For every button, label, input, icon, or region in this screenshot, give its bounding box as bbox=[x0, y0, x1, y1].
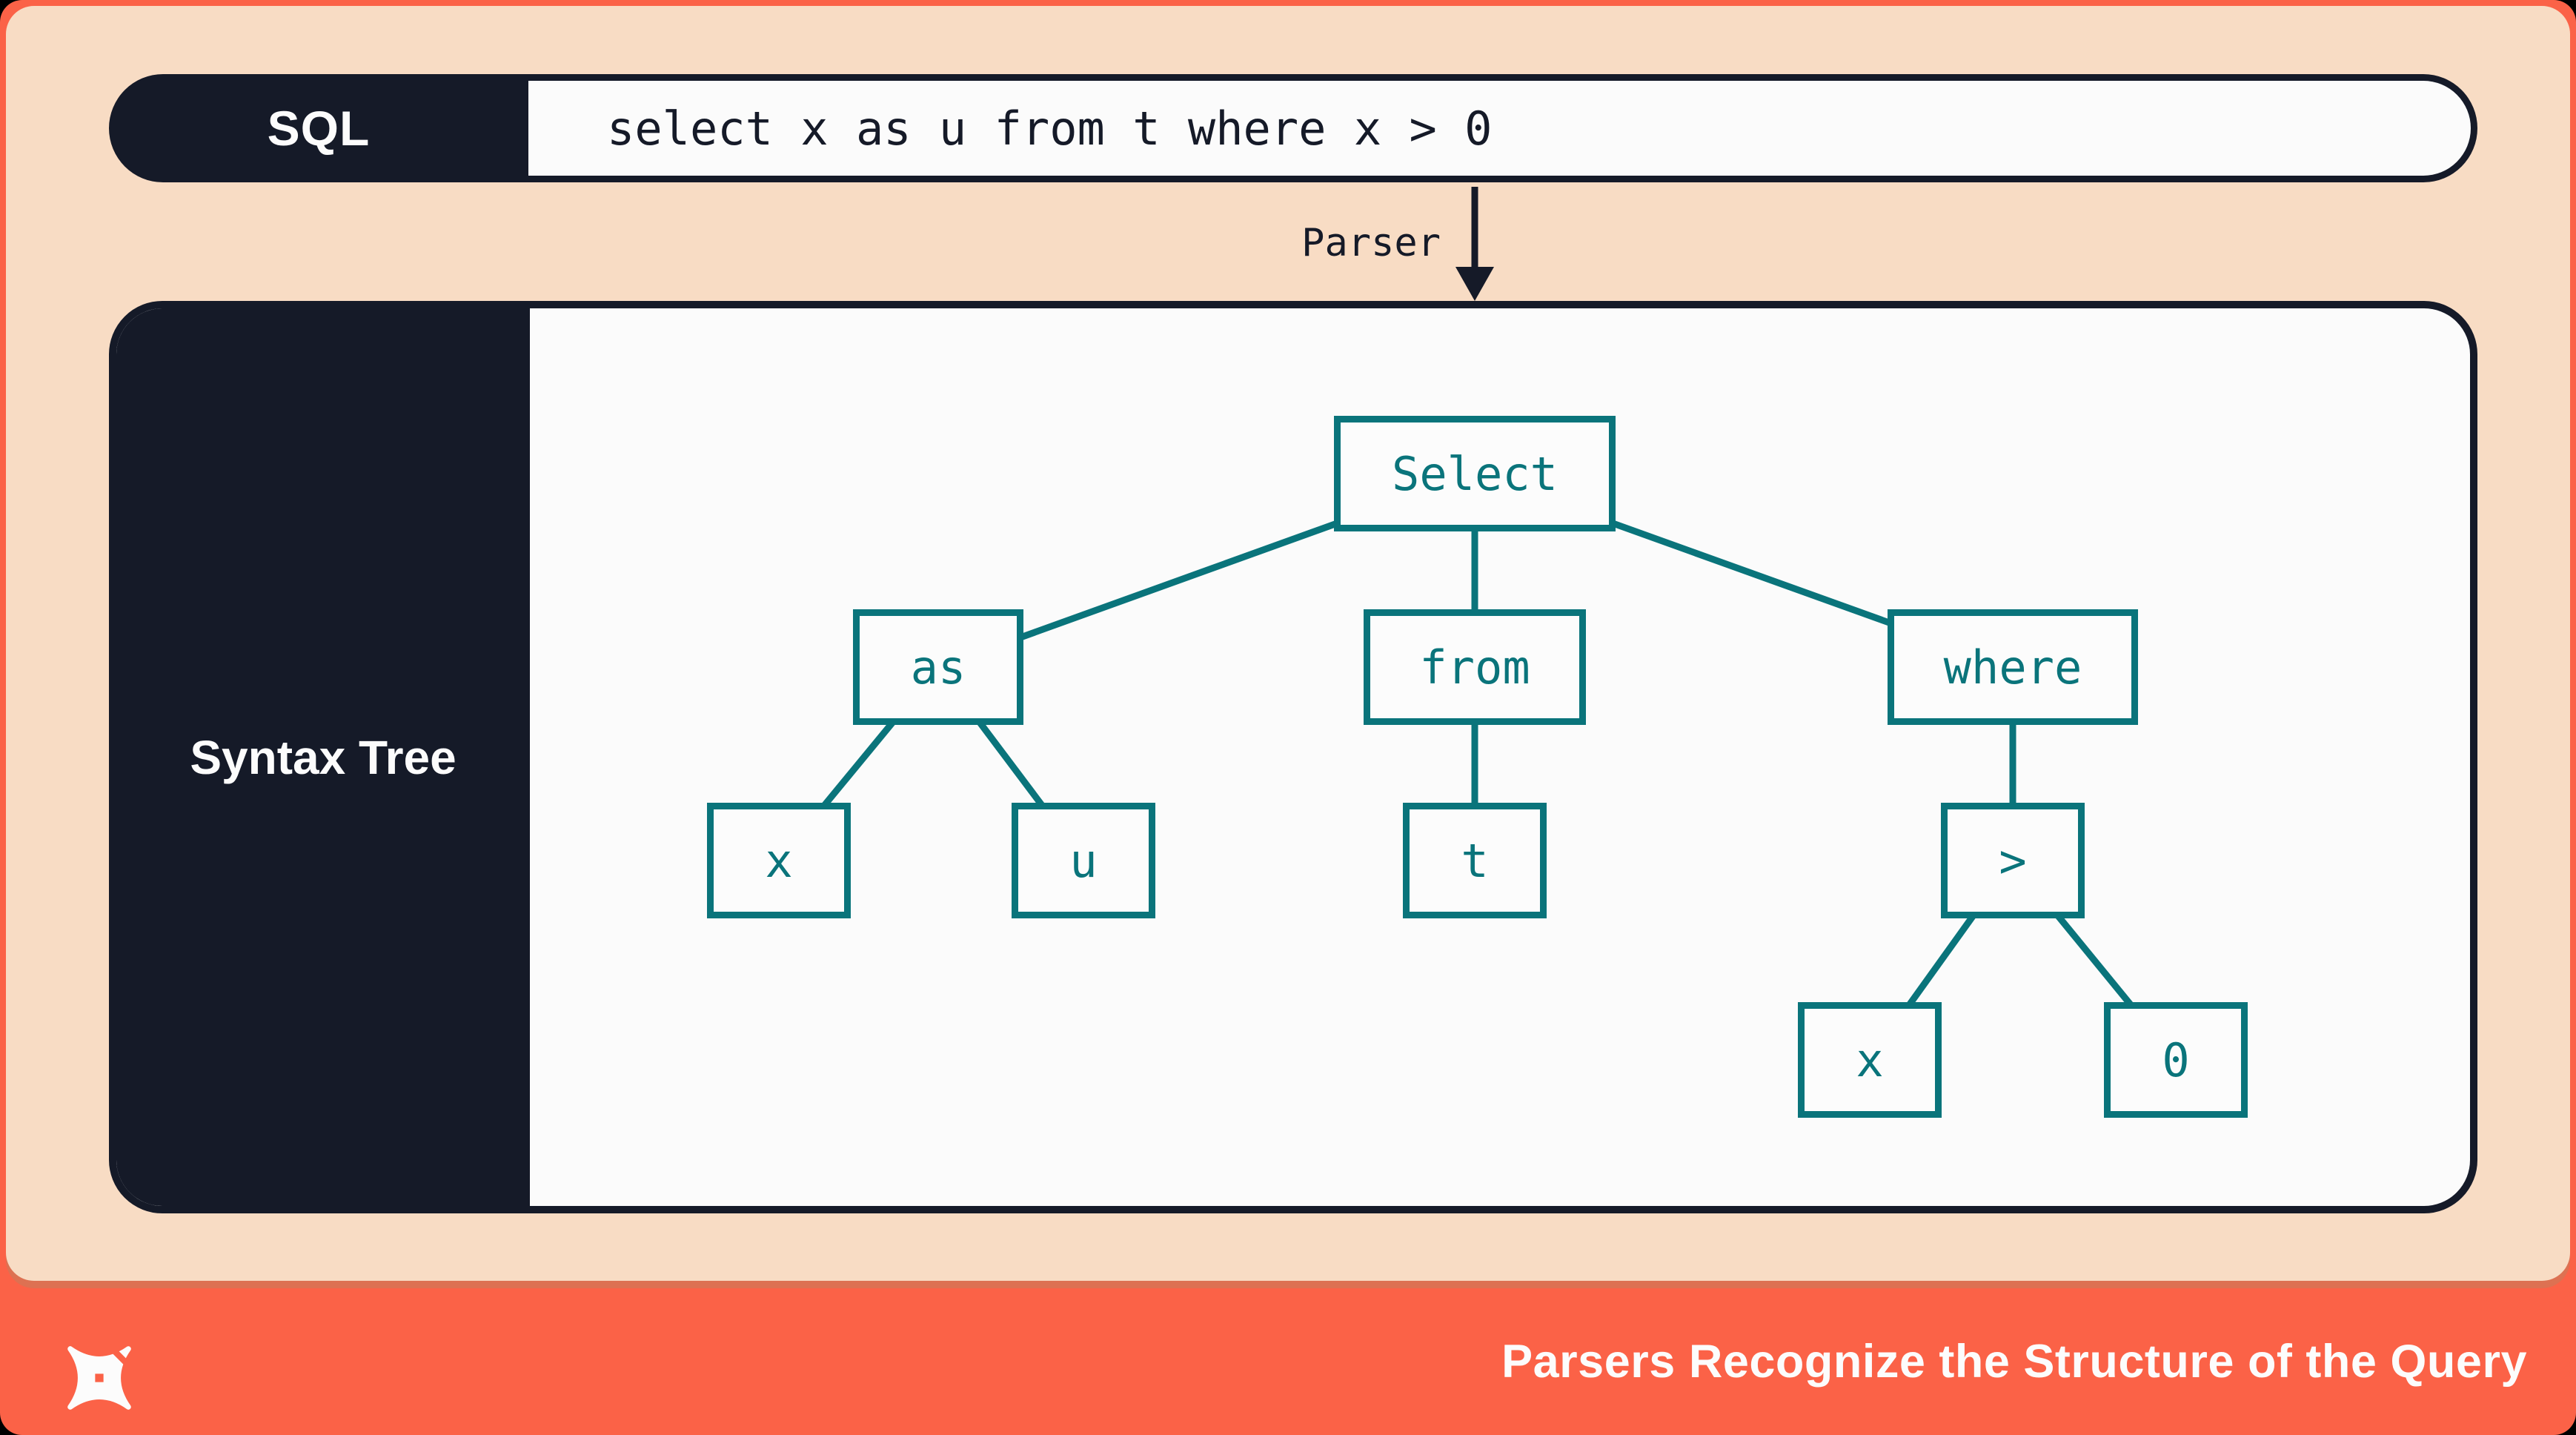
sql-label: SQL bbox=[267, 101, 371, 156]
tree-node-as: as bbox=[853, 609, 1023, 725]
sql-bar: SQL select x as u from t where x > 0 bbox=[109, 74, 2477, 182]
footer-title: Parsers Recognize the Structure of the Q… bbox=[1501, 1335, 2527, 1388]
sql-query-text: select x as u from t where x > 0 bbox=[607, 101, 1493, 156]
tree-node-select: Select bbox=[1334, 416, 1616, 531]
sql-query-field: select x as u from t where x > 0 bbox=[528, 81, 2471, 176]
tree-node-x-operand: x bbox=[1798, 1002, 1942, 1118]
tree-node-u: u bbox=[1012, 803, 1155, 918]
dbt-star-logo-icon bbox=[67, 1344, 135, 1410]
footer-bar: Parsers Recognize the Structure of the Q… bbox=[0, 1281, 2576, 1435]
tree-node-x-alias: x bbox=[707, 803, 851, 918]
tree-node-greater-than: > bbox=[1941, 803, 2085, 918]
tree-node-from: from bbox=[1364, 609, 1586, 725]
tree-node-zero: 0 bbox=[2104, 1002, 2248, 1118]
tree-node-t: t bbox=[1403, 803, 1547, 918]
tree-node-where: where bbox=[1888, 609, 2138, 725]
syntax-tree-label: Syntax Tree bbox=[190, 730, 457, 784]
parser-label: Parser bbox=[1301, 221, 1441, 265]
syntax-tree-sidebar: Syntax Tree bbox=[116, 308, 530, 1206]
